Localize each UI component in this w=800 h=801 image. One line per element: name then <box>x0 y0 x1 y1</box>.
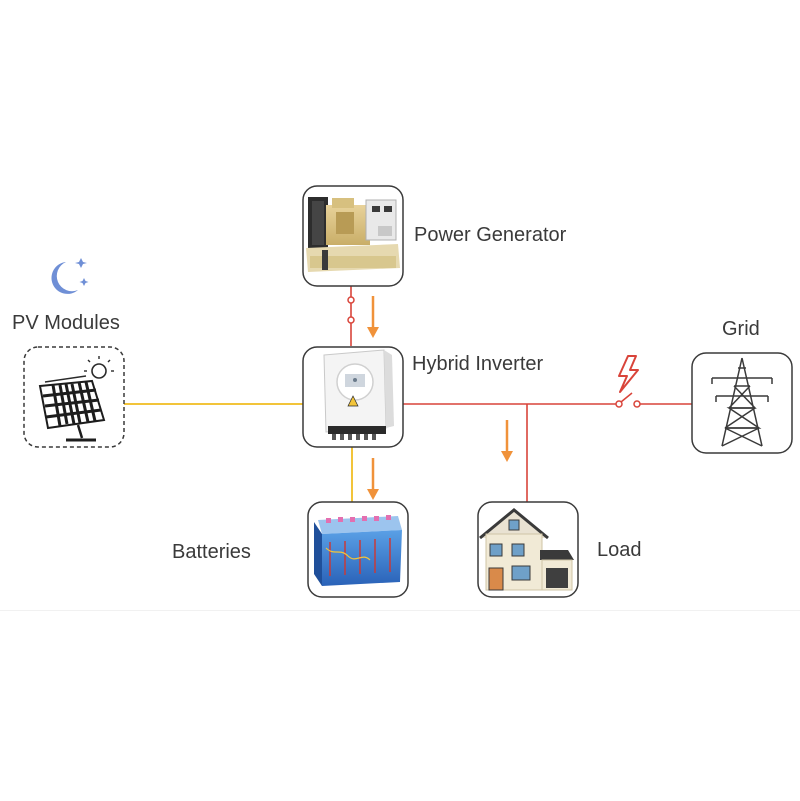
grid-node <box>691 352 793 454</box>
house-icon <box>479 508 574 591</box>
battery-bank-icon <box>314 515 402 586</box>
hybrid-inverter-node <box>302 346 404 448</box>
load-label: Load <box>597 539 642 561</box>
flow-arrow-battery <box>367 458 379 500</box>
grid-label: Grid <box>722 318 760 340</box>
hybrid-inverter-label: Hybrid Inverter <box>412 353 544 375</box>
moon-stars-icon <box>51 258 89 294</box>
power-generator-label: Power Generator <box>414 224 567 246</box>
pv-modules-label: PV Modules <box>12 312 120 334</box>
grid-switch-symbol <box>615 392 641 408</box>
transmission-tower-icon <box>711 357 773 447</box>
diesel-generator-icon <box>306 197 400 272</box>
generator-breaker-symbol <box>347 296 355 324</box>
batteries-label: Batteries <box>172 541 251 563</box>
pv-modules-node <box>23 346 125 448</box>
load-node <box>477 501 579 598</box>
flow-arrow-generator <box>367 296 379 338</box>
lightning-icon <box>618 355 639 393</box>
background-band <box>0 610 800 801</box>
batteries-node <box>307 501 409 598</box>
power-generator-node <box>302 185 404 287</box>
solar-panel-icon <box>38 356 114 442</box>
inverter-icon <box>323 349 394 440</box>
flow-arrow-load <box>501 420 513 462</box>
